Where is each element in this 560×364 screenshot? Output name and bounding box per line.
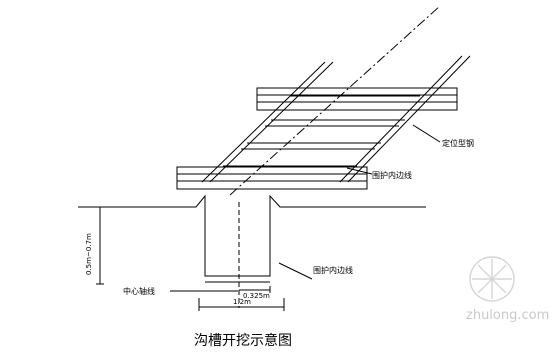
- diagram-title: 沟槽开挖示意图: [194, 332, 292, 349]
- center-axis-label: 中心轴线: [123, 286, 155, 296]
- width-label: 1.2m: [233, 298, 251, 306]
- left-rail: [201, 61, 326, 183]
- right-steel-beam: [256, 87, 458, 111]
- depth-label: 0.5m~0.7m: [85, 233, 93, 275]
- watermark-text: zhulong.com: [466, 308, 549, 323]
- guard-edge-bottom-label: 围护内边线: [313, 265, 353, 275]
- right-rail: [339, 55, 463, 183]
- half-width-label: 0.325m: [243, 292, 270, 300]
- guard-edge-top-leader: [346, 167, 373, 175]
- positioning-steel-leader: [412, 124, 441, 143]
- positioning-steel-label: 定位型钢: [442, 138, 474, 148]
- plan-center-axis: [229, 5, 441, 196]
- plan-view: [176, 5, 471, 196]
- watermark-logo: [469, 256, 515, 302]
- ground-and-trench-outline: [78, 194, 426, 277]
- left-steel-beam: [176, 166, 368, 190]
- section-view: [78, 194, 426, 311]
- guard-edge-top-label: 围护内边线: [372, 170, 412, 180]
- guard-edge-bottom-leader: [278, 262, 313, 280]
